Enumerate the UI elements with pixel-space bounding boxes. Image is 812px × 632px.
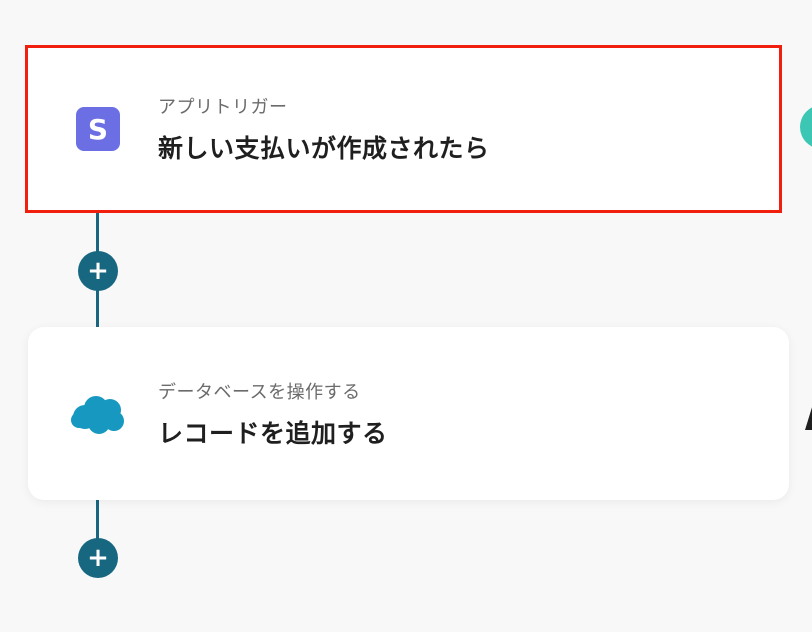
plus-icon: + (87, 256, 109, 286)
step-text: データベースを操作する レコードを追加する (158, 378, 388, 450)
plus-icon: + (87, 543, 109, 573)
partial-edge-mark-icon (805, 407, 812, 430)
step-type-label: データベースを操作する (158, 381, 361, 403)
step-title: レコードを追加する (158, 418, 388, 448)
step-title: 新しい支払いが作成されたら (158, 134, 490, 163)
add-step-button[interactable]: + (78, 251, 118, 291)
action-step-card[interactable]: データベースを操作する レコードを追加する (28, 327, 789, 500)
partial-avatar-icon (800, 105, 812, 149)
step-type-label: アプリトリガー (158, 97, 288, 118)
salesforce-cloud-shape (71, 395, 124, 434)
step-text: アプリトリガー 新しい支払いが作成されたら (158, 93, 490, 165)
add-step-button[interactable]: + (78, 538, 118, 578)
stripe-icon: S (75, 106, 121, 152)
connector-line (96, 500, 99, 560)
salesforce-cloud-icon (68, 391, 128, 437)
trigger-step-card[interactable]: S アプリトリガー 新しい支払いが作成されたら (28, 48, 779, 210)
